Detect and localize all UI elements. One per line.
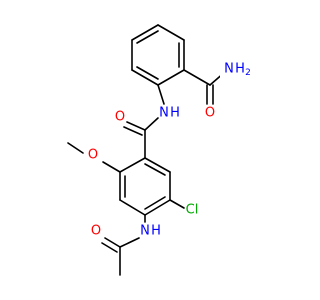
bond bbox=[131, 24, 159, 41]
acetamido-n-label: N bbox=[140, 224, 150, 239]
acetamido-h-label: H bbox=[151, 224, 161, 239]
bond bbox=[101, 242, 118, 253]
atom-labels: N H 2 O N H O O Cl N H O bbox=[88, 60, 252, 239]
methoxy-o-label: O bbox=[88, 148, 98, 163]
bond bbox=[144, 196, 166, 210]
bond bbox=[131, 69, 159, 86]
bond bbox=[169, 199, 185, 209]
chloro-label: Cl bbox=[186, 203, 199, 218]
bond bbox=[119, 237, 140, 248]
bond bbox=[126, 121, 146, 131]
amide-n-label: N bbox=[159, 106, 169, 121]
bond bbox=[144, 199, 171, 216]
bond bbox=[157, 84, 165, 105]
bond bbox=[119, 199, 146, 216]
acetyl-o-label: O bbox=[91, 224, 101, 239]
bond bbox=[157, 69, 185, 86]
bond bbox=[144, 157, 171, 173]
bond bbox=[136, 30, 159, 44]
carbamoyl-o-label: O bbox=[205, 106, 215, 121]
bond bbox=[123, 126, 143, 136]
carbamoyl-n-label: N bbox=[224, 62, 234, 77]
bond bbox=[157, 24, 185, 41]
bond bbox=[102, 161, 121, 173]
molecule-structure: N H 2 O N H O O Cl N H O bbox=[67, 24, 252, 276]
amide-h-label: H bbox=[170, 106, 180, 121]
bond bbox=[144, 117, 159, 131]
bonds bbox=[67, 24, 226, 276]
bond bbox=[183, 69, 211, 86]
bond bbox=[119, 157, 146, 173]
bond bbox=[104, 237, 121, 248]
carbamoyl-subscript-label: 2 bbox=[245, 68, 251, 78]
amide-o-label: O bbox=[115, 110, 125, 125]
carbamoyl-h-label: H bbox=[235, 62, 245, 77]
bond bbox=[144, 163, 166, 176]
bond bbox=[136, 66, 159, 80]
bond bbox=[67, 142, 84, 154]
